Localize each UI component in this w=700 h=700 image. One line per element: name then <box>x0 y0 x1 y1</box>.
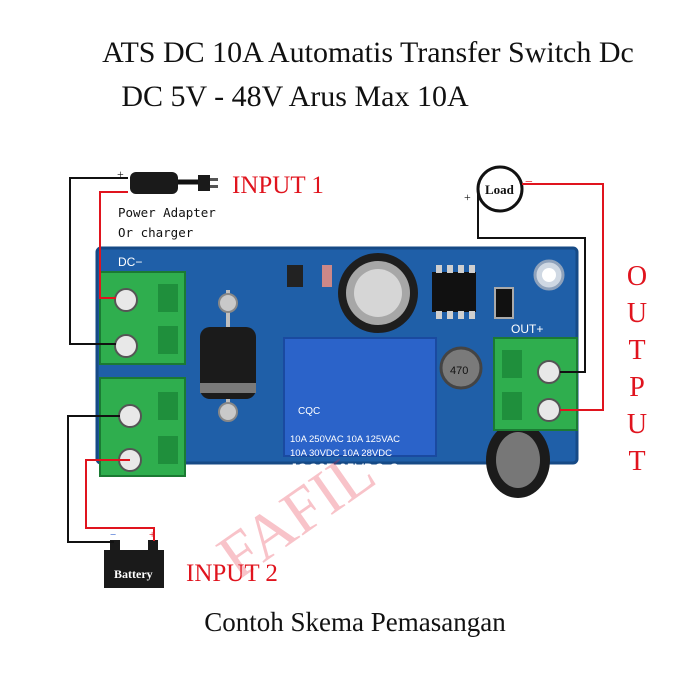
board-label-out: OUT+ <box>511 322 543 336</box>
adapter-plus: + <box>117 167 124 181</box>
capacitor-bottom <box>486 422 550 498</box>
svg-text:+: + <box>149 529 155 541</box>
load-label: Load <box>485 182 515 197</box>
title-line-2: DC 5V - 48V Arus Max 10A <box>121 80 469 113</box>
output-letter: P <box>629 372 645 403</box>
relay-spec-2: 10A 30VDC 10A 28VDC <box>290 448 392 459</box>
adapter-label-2: Or charger <box>118 225 194 240</box>
battery-label: Battery <box>114 567 153 581</box>
output-letter: U <box>626 298 648 329</box>
battery <box>104 540 164 588</box>
output-letter: T <box>628 335 646 366</box>
capacitor-top <box>338 253 418 333</box>
input1-label: INPUT 1 <box>232 172 324 199</box>
caption: Contoh Skema Pemasangan <box>204 607 506 637</box>
terminal-output <box>493 337 578 431</box>
svg-text:470: 470 <box>450 365 468 377</box>
relay <box>283 337 437 457</box>
title-line-1: ATS DC 10A Automatis Transfer Switch Dc <box>102 36 634 69</box>
svg-text:+: + <box>464 190 471 204</box>
output-letter: T <box>628 446 646 477</box>
board-label-dc: DC− <box>118 255 142 269</box>
svg-text:−: − <box>110 529 116 541</box>
terminal-input-1 <box>99 271 186 365</box>
svg-text:−: − <box>525 175 533 190</box>
power-adapter <box>130 172 218 194</box>
relay-spec-1: 10A 250VAC 10A 125VAC <box>290 434 400 445</box>
output-label: O U T P U T <box>620 258 654 480</box>
load-circle <box>476 165 524 213</box>
output-letter: O <box>626 261 648 292</box>
ic-chip <box>432 265 476 319</box>
terminal-input-2 <box>99 377 186 477</box>
adapter-label-1: Power Adapter <box>118 205 216 220</box>
relay-model: JQC3F-05VDC-C <box>290 460 399 476</box>
input2-label: INPUT 2 <box>186 560 278 587</box>
relay-brand: CQC <box>298 406 320 417</box>
output-letter: U <box>626 409 648 440</box>
inductor: 470 <box>439 346 483 390</box>
diode <box>200 290 256 422</box>
